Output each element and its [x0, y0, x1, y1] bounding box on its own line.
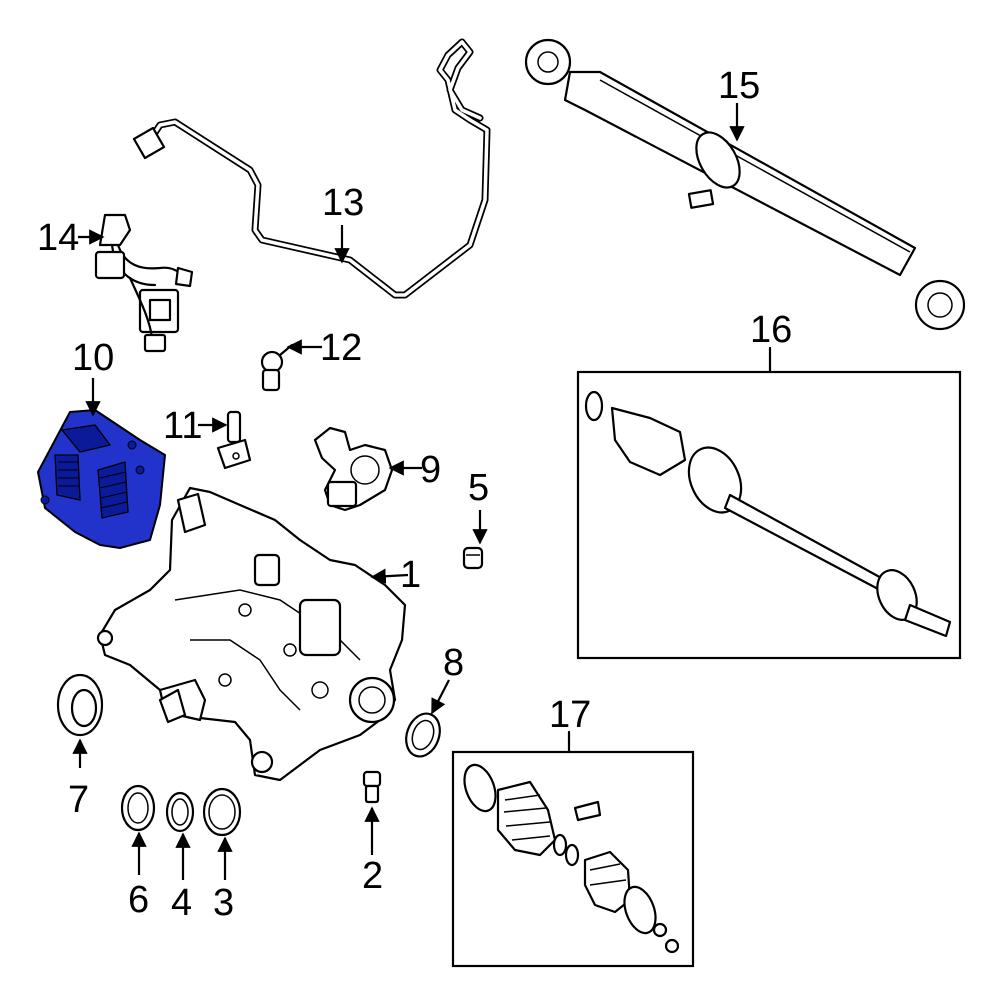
part-16-axle-shaft[interactable]: [584, 390, 952, 638]
part-8-oring[interactable]: [400, 709, 445, 761]
part-6-ring[interactable]: [120, 784, 156, 832]
part-17-box: [451, 750, 695, 968]
callout-2: 2: [362, 855, 383, 897]
part-5-fitting[interactable]: [462, 546, 484, 570]
callout-11: 11: [163, 405, 202, 447]
leader-arrows: [72, 103, 772, 880]
callout-4: 4: [171, 882, 192, 924]
part-2-drain-plug[interactable]: [362, 770, 382, 804]
callout-1: 1: [400, 554, 421, 596]
callout-5: 5: [468, 467, 489, 509]
part-3-ring[interactable]: [202, 787, 242, 837]
part-12-plug[interactable]: [260, 343, 300, 392]
callout-13: 13: [322, 182, 364, 224]
callout-17: 17: [549, 694, 591, 736]
callout-3: 3: [213, 882, 234, 924]
callout-16: 16: [750, 309, 792, 351]
callout-12: 12: [320, 327, 362, 369]
part-1-differential[interactable]: [96, 486, 407, 782]
callout-8: 8: [443, 642, 464, 684]
callout-7: 7: [68, 779, 89, 821]
part-15-propshaft[interactable]: [524, 38, 966, 331]
part-11-sensor[interactable]: [216, 410, 252, 470]
part-10-control-module[interactable]: [37, 409, 166, 549]
part-13-pipe[interactable]: [132, 38, 491, 299]
callout-10: 10: [72, 337, 114, 379]
part-4-ring[interactable]: [165, 791, 195, 833]
callout-15: 15: [718, 65, 760, 107]
callout-6: 6: [128, 879, 149, 921]
part-17-boot-kit[interactable]: [459, 761, 680, 954]
part-7-seal[interactable]: [56, 673, 104, 737]
part-14-harness[interactable]: [94, 213, 194, 353]
part-9-actuator[interactable]: [313, 426, 394, 512]
callout-9: 9: [420, 449, 441, 491]
callout-14: 14: [37, 217, 79, 259]
